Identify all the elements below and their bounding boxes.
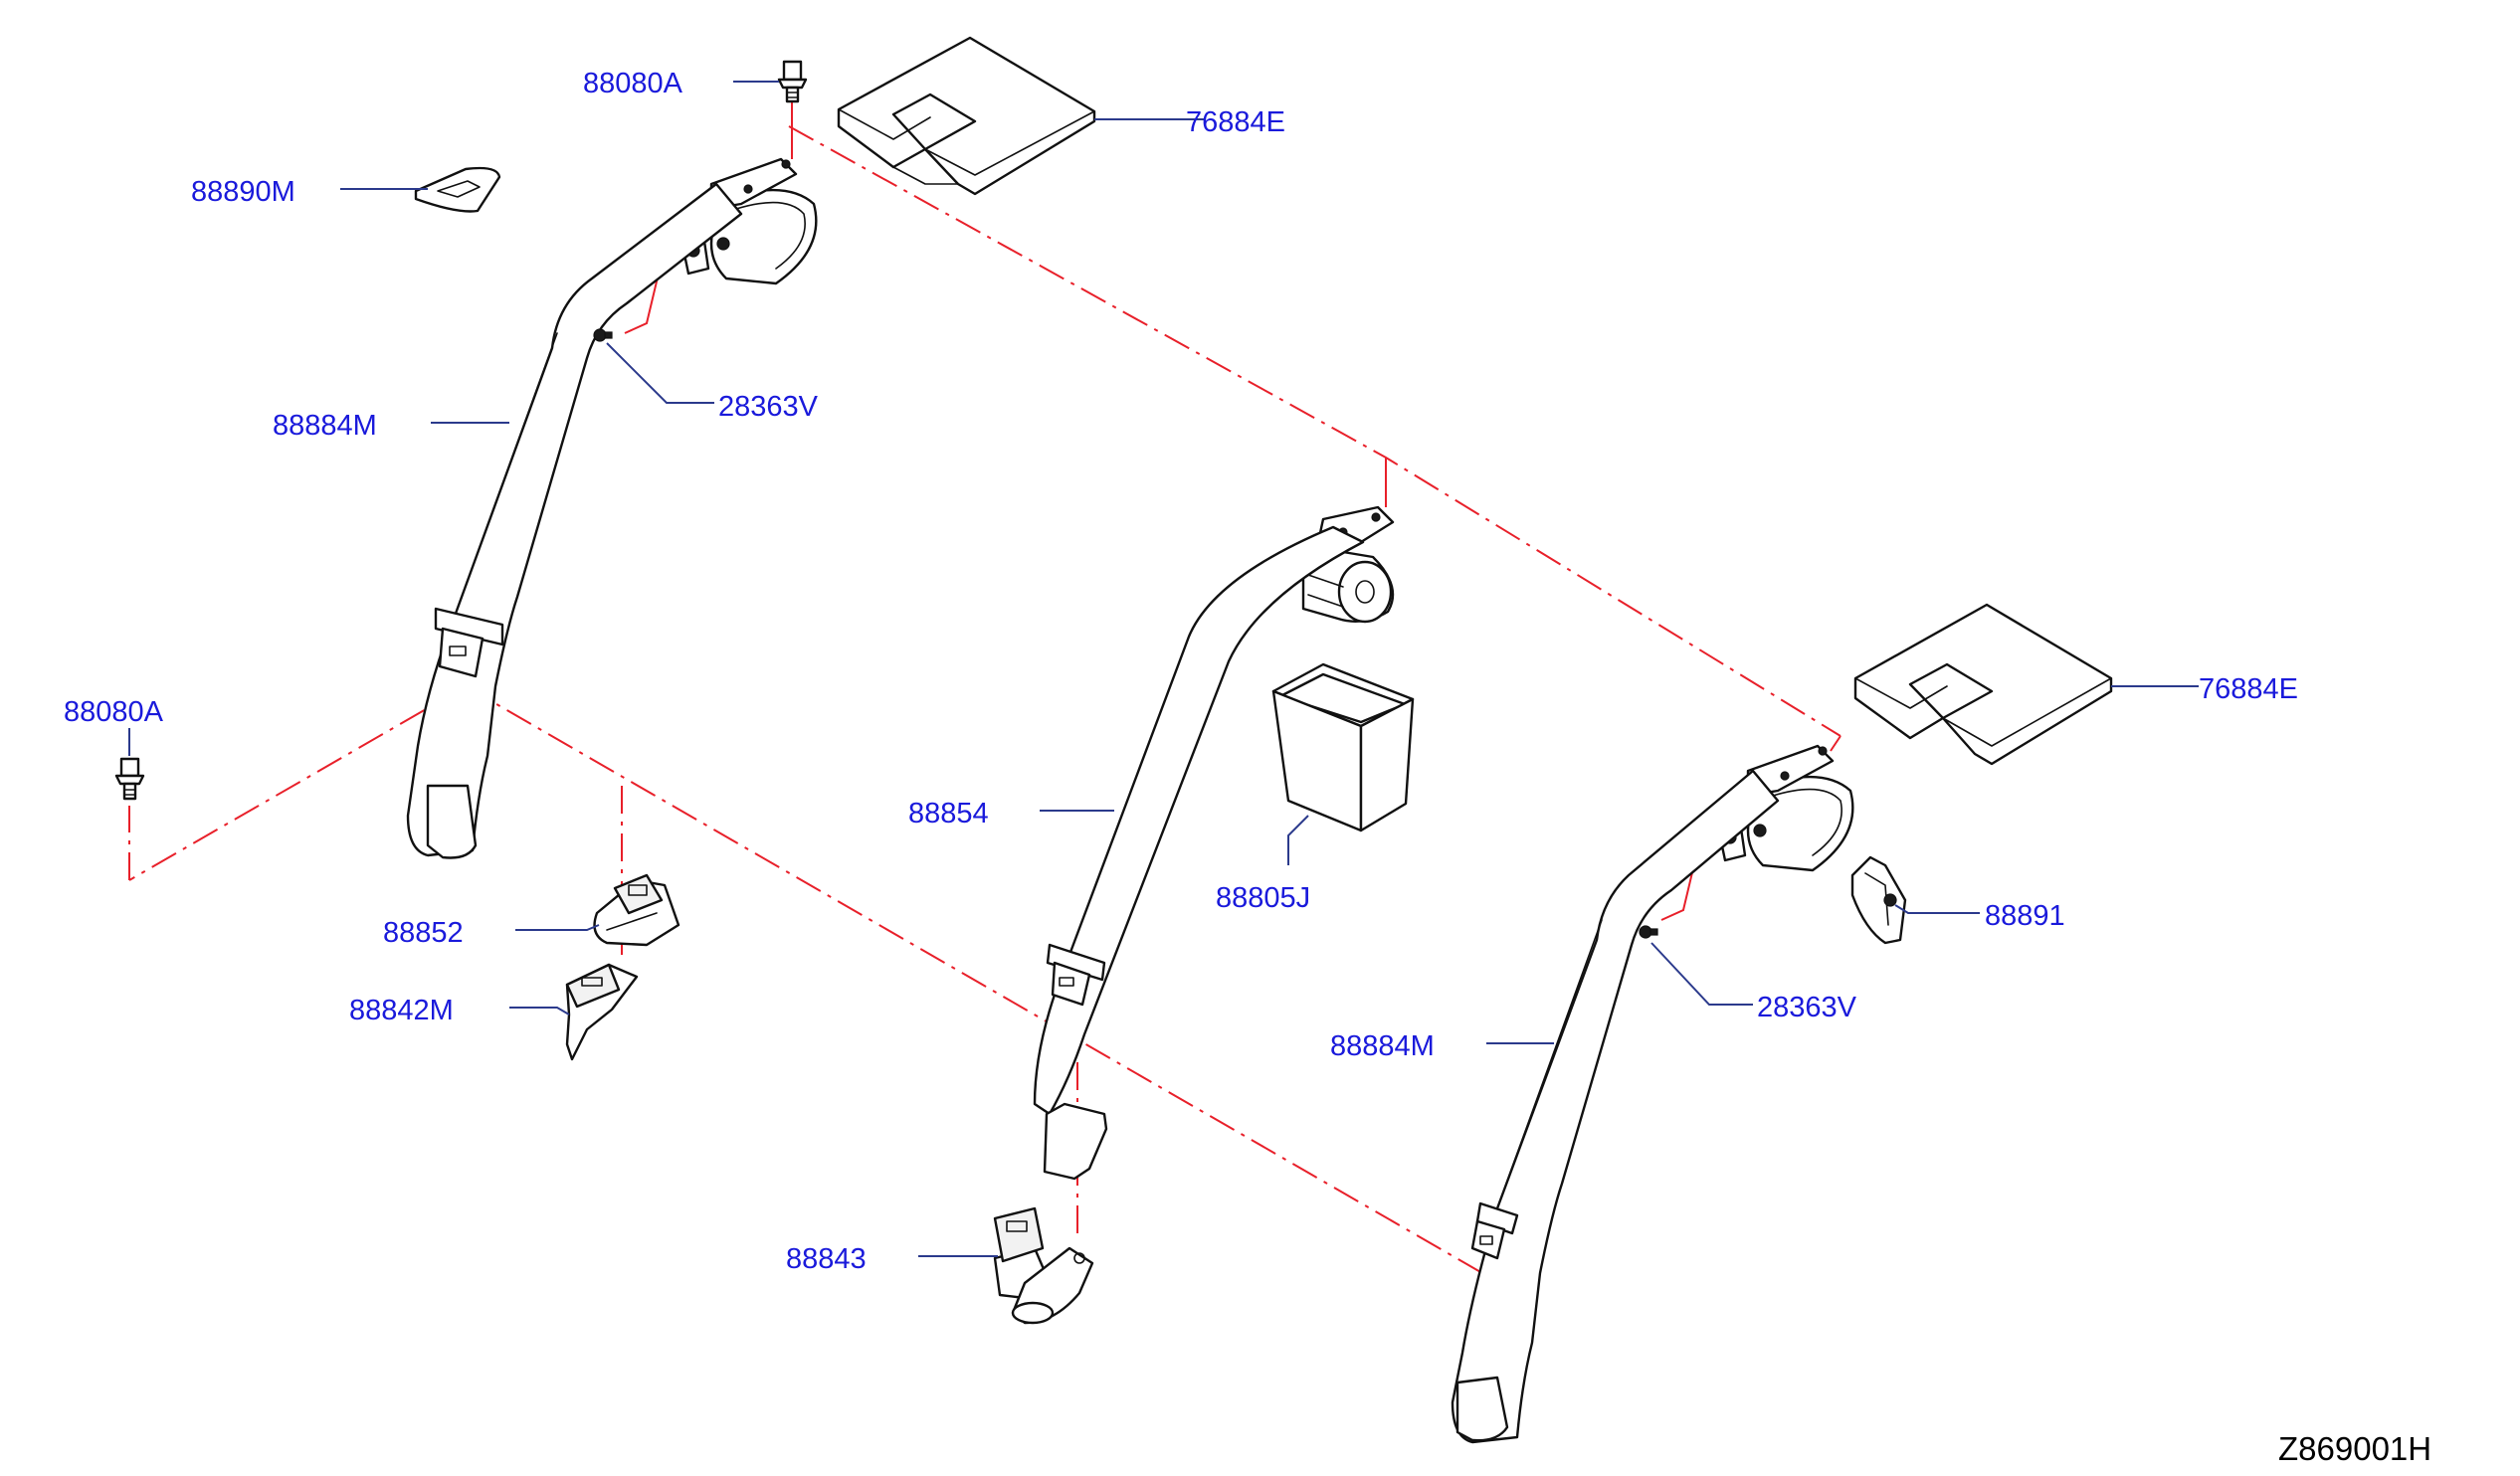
label-88805J: 88805J [1216,882,1310,914]
label-28363V-right: 28363V [1757,992,1857,1023]
seat-belt-88884M-left [406,157,818,859]
label-76884E-right: 76884E [2199,673,2298,705]
bolt-88080A-top [777,60,808,103]
trim-cover-76884E-top [837,36,1096,196]
label-88891: 88891 [1985,900,2065,932]
diagram-code: Z869001H [2278,1430,2431,1467]
bolt-88080A-left [114,757,145,801]
alignment-centerlines [128,99,1842,1442]
trim-88891 [1850,855,1907,945]
label-76884E-top: 76884E [1186,106,1285,138]
label-88854: 88854 [908,798,989,830]
seat-belt-88884M-right [1451,744,1854,1444]
buckle-88843 [993,1206,1094,1325]
buckle-88842M [565,963,639,1061]
label-88884M-right: 88884M [1330,1030,1435,1062]
box-88805J [1271,662,1415,832]
leader-lines [128,81,2199,1257]
label-88080A-top: 88080A [583,68,683,99]
label-88890M: 88890M [191,176,295,208]
label-88884M-left: 88884M [273,410,377,442]
trim-88890M [414,166,501,213]
label-88080A-left: 88080A [64,696,164,728]
screw-28363V-left [593,328,613,342]
buckle-88852 [593,873,680,947]
screw-28363V-right [1639,925,1658,939]
label-88843: 88843 [786,1243,867,1275]
label-88852: 88852 [383,917,464,949]
label-28363V-left: 28363V [718,391,819,423]
seat-belt-88854-center [1033,505,1395,1181]
label-88842M: 88842M [349,995,454,1026]
trim-cover-76884E-right [1853,603,2113,766]
part-labels: 88080A 76884E 88890M 88884M 28363V 88080… [64,68,2298,1275]
